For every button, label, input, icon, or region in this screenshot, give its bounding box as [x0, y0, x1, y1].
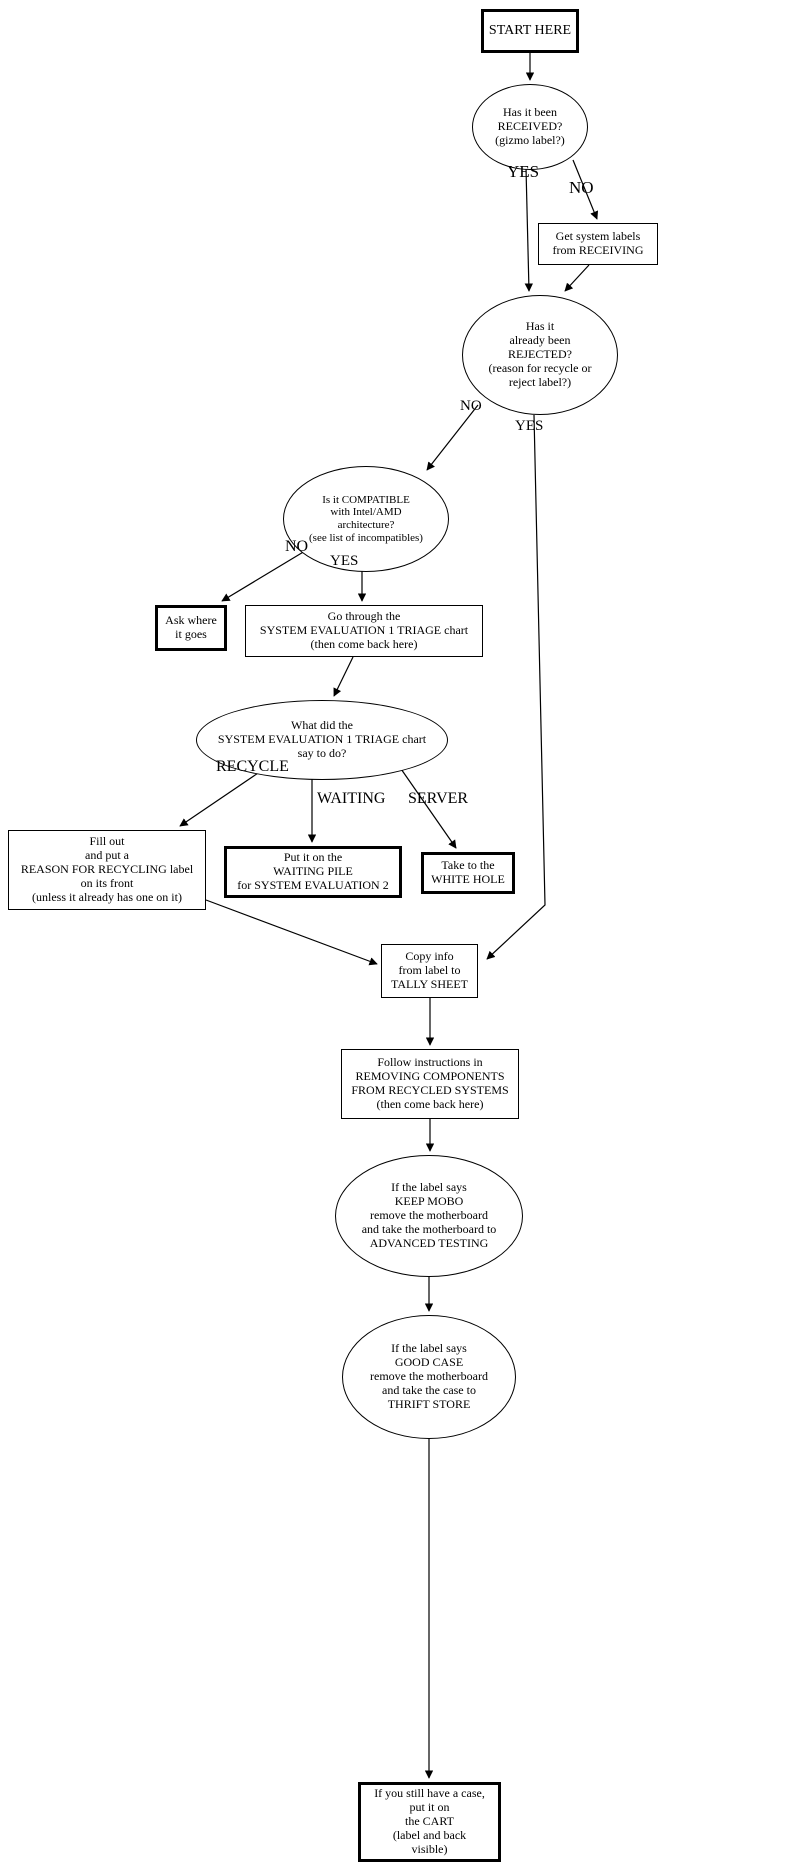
- edge-fillout-to-copyinfo: [205, 899, 378, 966]
- edge-label-waiting: WAITING: [317, 790, 386, 807]
- node-put-case-on-cart[interactable]: If you still have a case, put it on the …: [358, 1782, 501, 1862]
- edge-label-received-yes: YES: [507, 162, 540, 181]
- edge-label-received-no: NO: [569, 178, 594, 197]
- edge-gotriage-to-whatsaid: [333, 656, 354, 697]
- node-fill-out-recycling-label[interactable]: Fill out and put a REASON FOR RECYCLING …: [8, 830, 206, 910]
- edge-compatible-no-askwhere: [221, 550, 306, 602]
- node-go-through-triage-chart[interactable]: Go through the SYSTEM EVALUATION 1 TRIAG…: [245, 605, 483, 657]
- node-what-did-triage-chart-say[interactable]: What did the SYSTEM EVALUATION 1 TRIAGE …: [196, 700, 448, 780]
- node-good-case[interactable]: If the label says GOOD CASE remove the m…: [342, 1315, 516, 1439]
- node-is-it-compatible[interactable]: Is it COMPATIBLE with Intel/AMD architec…: [283, 466, 449, 572]
- edge-label-server: SERVER: [408, 790, 469, 807]
- edge-label-rejected-no: NO: [460, 398, 482, 414]
- node-take-to-white-hole[interactable]: Take to the WHITE HOLE: [421, 852, 515, 894]
- node-get-system-labels[interactable]: Get system labels from RECEIVING: [538, 223, 658, 265]
- node-has-it-already-been-rejected[interactable]: Has it already been REJECTED? (reason fo…: [462, 295, 618, 415]
- node-ask-where-it-goes[interactable]: Ask where it goes: [155, 605, 227, 651]
- node-has-it-been-received[interactable]: Has it been RECEIVED? (gizmo label?): [472, 84, 588, 170]
- edge-getlabels-to-rejected: [564, 264, 590, 292]
- edge-label-recycle: RECYCLE: [216, 758, 289, 775]
- node-copy-info-to-tally-sheet[interactable]: Copy info from label to TALLY SHEET: [381, 944, 478, 998]
- node-follow-removing-components-instructions[interactable]: Follow instructions in REMOVING COMPONEN…: [341, 1049, 519, 1119]
- node-keep-mobo[interactable]: If the label says KEEP MOBO remove the m…: [335, 1155, 523, 1277]
- node-start-here[interactable]: START HERE: [481, 9, 579, 53]
- edge-label-compatible-no: NO: [285, 538, 309, 555]
- node-put-on-waiting-pile[interactable]: Put it on the WAITING PILE for SYSTEM EV…: [224, 846, 402, 898]
- edge-received-yes-rejected: [524, 167, 534, 292]
- edge-label-rejected-yes: YES: [515, 418, 544, 434]
- edge-label-compatible-yes: YES: [330, 553, 359, 569]
